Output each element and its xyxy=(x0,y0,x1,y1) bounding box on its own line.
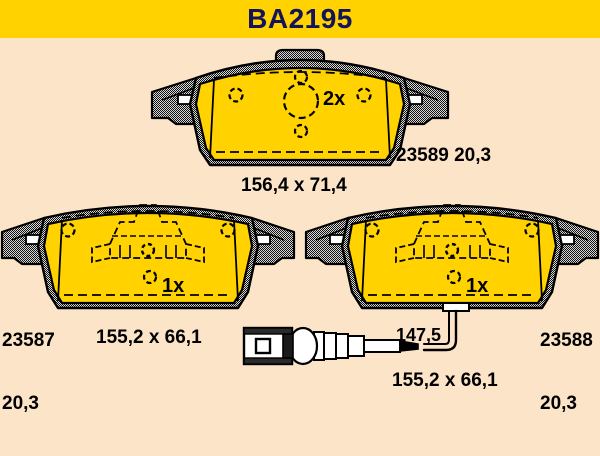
wear-sensor-cable xyxy=(422,309,458,352)
pad-right-shim-wing-right xyxy=(489,243,509,264)
pad-right-hole-right xyxy=(524,222,540,238)
wear-sensor-cable-inner xyxy=(423,310,450,345)
pad-right-shim-center-hole xyxy=(444,242,460,258)
brake-pad-diagram xyxy=(0,48,600,366)
wear-sensor-rib-2 xyxy=(335,333,349,359)
pad-lower-right-dimension-label: 155,2 x 66,1 xyxy=(392,370,498,391)
pad-lower-left-part-label: 23587 20,3 xyxy=(2,288,55,456)
product-diagram: BA2195 xyxy=(0,0,600,414)
pad-right-hole-left xyxy=(364,222,380,238)
pad-lower-left xyxy=(0,204,296,310)
pad-top-divider-left xyxy=(209,79,215,159)
pad-lower-right-thickness: 20,3 xyxy=(540,393,577,414)
pad-top-left-ear-detail xyxy=(161,87,195,101)
wear-sensor-rib-1 xyxy=(347,335,365,357)
pad-right-dashed-top xyxy=(365,210,539,219)
page-title: BA2195 xyxy=(247,3,353,34)
wear-sensor-connector-band-bottom xyxy=(243,357,293,365)
pad-lower-right-part-number: 23588 xyxy=(540,330,593,351)
pad-top-center-hole-lower xyxy=(293,123,309,139)
wear-sensor-connector-band-top xyxy=(243,327,293,335)
pad-lower-left-thickness: 20,3 xyxy=(2,393,39,414)
pad-left-hole-right xyxy=(220,222,236,238)
wear-sensor-rib-3 xyxy=(323,332,337,360)
pad-left-shim-wing-right xyxy=(185,243,205,264)
pad-left-lower-hole xyxy=(142,269,158,285)
pad-right-shim-outline xyxy=(413,204,491,259)
pad-right-lower-hole xyxy=(446,269,462,285)
pad-lower-left-dimension-label: 155,2 x 66,1 xyxy=(96,327,202,348)
pad-lower-right-quantity-label: 1x xyxy=(466,275,489,297)
pad-lower-right-part-label: 23588 20,3 xyxy=(540,288,593,456)
pad-right-right-ear-detail xyxy=(557,227,589,241)
pad-top xyxy=(150,48,450,167)
pad-left-right-ear-detail xyxy=(253,227,285,241)
pad-lower-right xyxy=(304,204,600,310)
pad-top-dimension-label: 156,4 x 71,4 xyxy=(241,175,347,196)
pad-left-shim-wing-left xyxy=(91,243,111,264)
pad-top-friction-surface xyxy=(194,66,406,162)
pad-lower-left-part-number: 23587 xyxy=(2,330,55,351)
wear-sensor xyxy=(242,302,470,366)
pad-left-hole-left xyxy=(60,222,76,238)
pad-top-divider-right xyxy=(385,79,391,159)
pad-lower-left-quantity-label: 1x xyxy=(162,275,185,297)
wear-sensor-terminal xyxy=(399,340,419,352)
pad-top-center-hole-main xyxy=(282,82,320,120)
pad-right-left-ear-detail xyxy=(315,227,347,241)
pad-top-quantity-label: 2x xyxy=(323,88,346,110)
pad-left-shim-outline xyxy=(109,204,187,259)
pad-left-dashed-top xyxy=(61,210,235,219)
pad-left-shim-center-hole xyxy=(140,242,156,258)
wear-sensor-length-label: 147,5 xyxy=(396,325,442,345)
pad-top-hole-left xyxy=(228,87,244,103)
pad-left-left-ear-detail xyxy=(11,227,43,241)
header-band xyxy=(0,0,600,38)
wear-sensor-connector-latch xyxy=(282,333,294,359)
pad-right-shim-wing-left xyxy=(395,243,415,264)
pad-top-hole-right xyxy=(356,87,372,103)
pad-top-part-label: 23589 20,3 xyxy=(396,145,492,166)
pad-top-right-ear-detail xyxy=(405,87,439,101)
wear-sensor-connector-pin xyxy=(254,337,272,355)
